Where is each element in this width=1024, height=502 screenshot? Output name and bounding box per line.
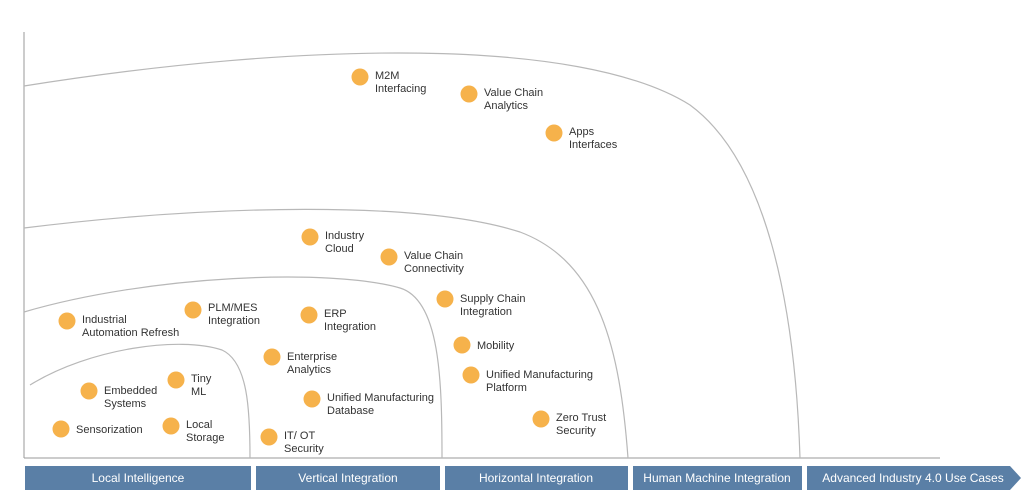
node-dot <box>80 382 98 400</box>
stage-local-intelligence-shape <box>25 466 251 490</box>
node-dot <box>52 420 70 438</box>
node-dot <box>263 348 281 366</box>
node-mobility: Mobility <box>453 336 515 354</box>
stage-human-machine-integration-shape <box>633 466 802 490</box>
stage-vertical-integration-label: Vertical Integration <box>298 471 397 485</box>
node-dot <box>436 290 454 308</box>
stage-horizontal-integration-label: Horizontal Integration <box>479 471 593 485</box>
stage-human-machine-integration-label: Human Machine Integration <box>643 471 790 485</box>
stage-advanced-industry-4-0-shape <box>807 466 1021 490</box>
node-dot <box>545 124 563 142</box>
node-dot <box>300 306 318 324</box>
node-dot <box>460 85 478 103</box>
node-dot <box>167 371 185 389</box>
stage-vertical-integration-shape <box>256 466 440 490</box>
node-dot <box>301 228 319 246</box>
stage-advanced-industry-4-0-label: Advanced Industry 4.0 Use Cases <box>822 471 1003 485</box>
stage-horizontal-integration-shape <box>445 466 628 490</box>
node-sensorization: Sensorization <box>52 420 143 438</box>
node-label: Sensorization <box>76 424 143 436</box>
stage-vertical-integration: Vertical Integration <box>256 466 440 490</box>
node-dot <box>303 390 321 408</box>
node-dot <box>260 428 278 446</box>
node-dot <box>462 366 480 384</box>
stage-human-machine-integration: Human Machine Integration <box>633 466 802 490</box>
curve-local <box>29 343 251 459</box>
node-dot <box>184 301 202 319</box>
node-dot <box>351 68 369 86</box>
stage-advanced-industry-4-0: Advanced Industry 4.0 Use Cases <box>807 466 1021 490</box>
stage-local-intelligence: Local Intelligence <box>25 466 251 490</box>
curve-vertical <box>23 276 443 459</box>
curve-horizontal <box>23 208 629 459</box>
node-dot <box>162 417 180 435</box>
node-dot <box>453 336 471 354</box>
node-dot <box>380 248 398 266</box>
stage-band: Local Intelligence Vertical Integration … <box>25 466 1021 490</box>
stage-horizontal-integration: Horizontal Integration <box>445 466 628 490</box>
curve-human-machine <box>23 52 801 459</box>
node-label: Mobility <box>477 340 515 352</box>
stage-local-intelligence-label: Local Intelligence <box>92 471 185 485</box>
node-dot <box>58 312 76 330</box>
node-dot <box>532 410 550 428</box>
